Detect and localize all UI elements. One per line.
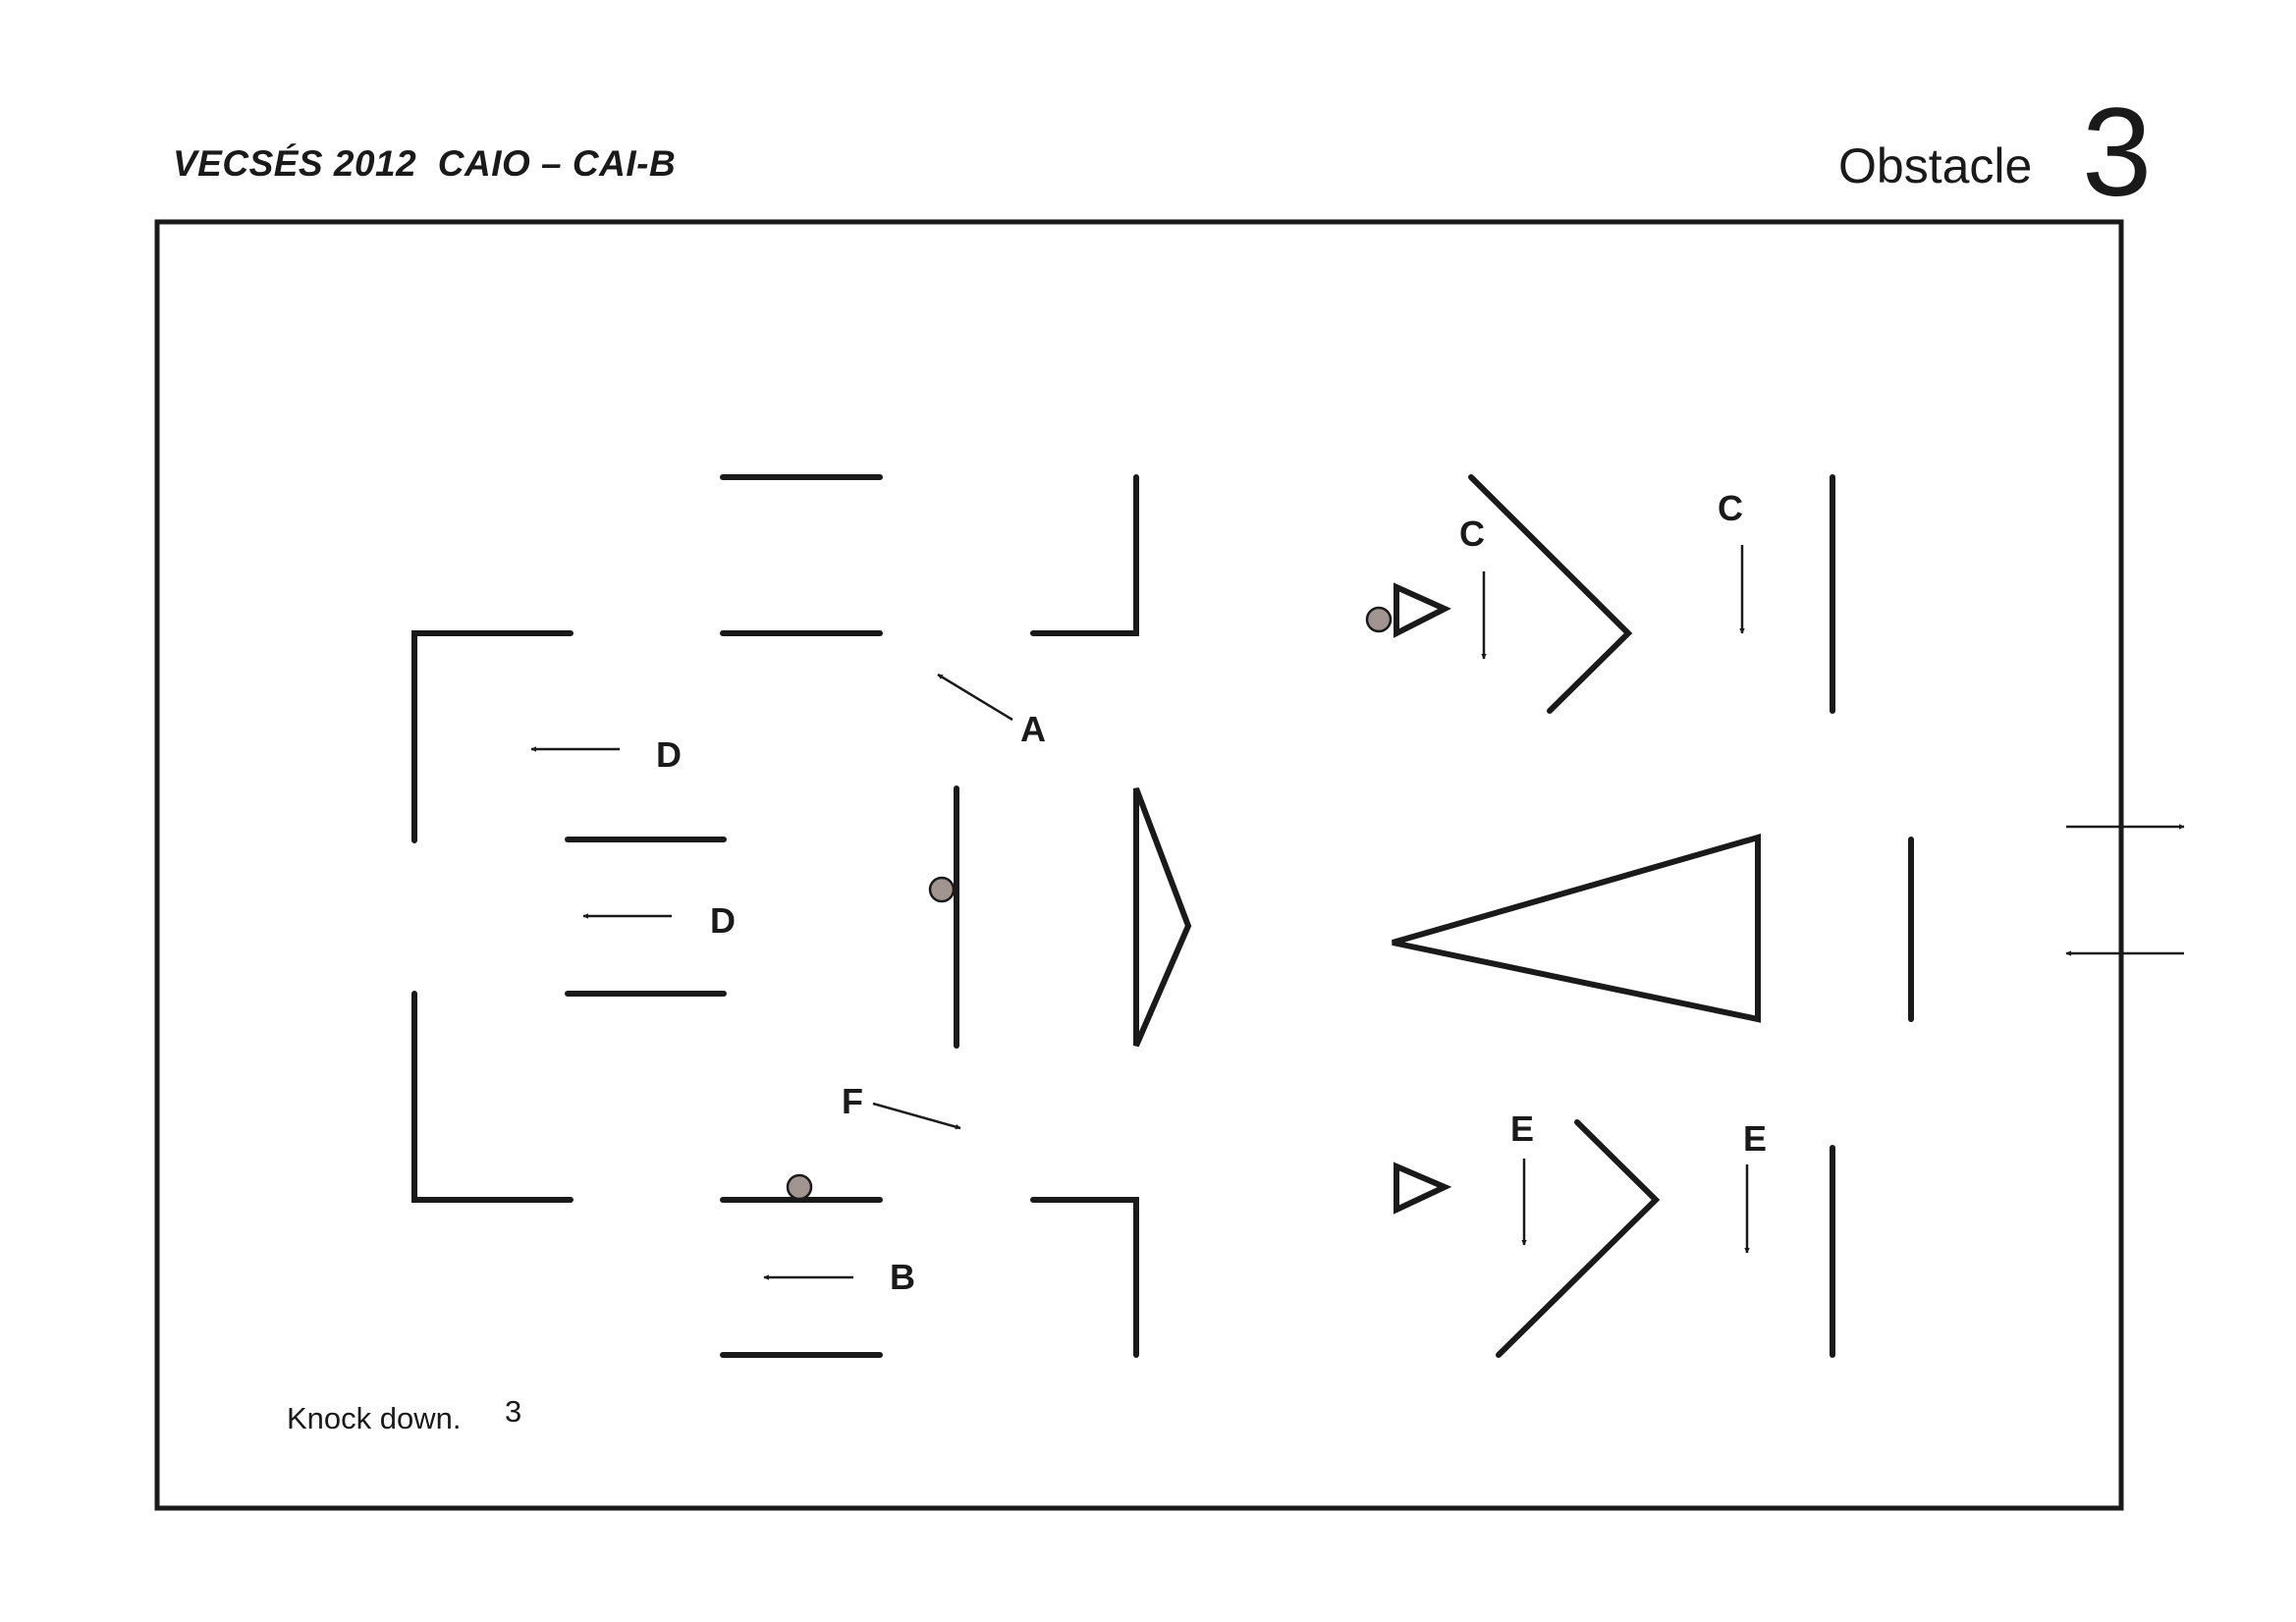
left-lower-bracket: [411, 991, 574, 1203]
arena-border: [154, 219, 2124, 1511]
knock-down-note: Knock down. 3: [287, 1394, 521, 1435]
upper-corner-bracket: [1030, 474, 1139, 636]
gate-label-c: C: [1459, 514, 1485, 554]
lower-corner-bracket: [1030, 1197, 1139, 1358]
gate-label-d: D: [656, 734, 682, 775]
knock-down-balls: [786, 606, 1393, 1201]
arrow-a: [937, 673, 1013, 722]
upper-small-triangle: [1394, 582, 1451, 638]
page-header: VECSÉS 2012 CAIO – CAI-B Obstacle 3: [0, 0, 2296, 216]
knock-down-ball: [786, 1173, 813, 1201]
direction-arrows: [530, 545, 2185, 1280]
gate-label-f: F: [842, 1081, 863, 1121]
gate-label-d: D: [710, 900, 736, 941]
knock-down-ball: [928, 876, 956, 903]
knock-down-label: Knock down.: [287, 1401, 462, 1435]
left-upper-bracket: [411, 630, 574, 843]
large-triangle: [1392, 834, 1761, 1023]
obstacle-label: Obstacle: [1838, 138, 2033, 193]
knock-down-ball: [1365, 606, 1393, 633]
lower-small-triangle: [1394, 1162, 1452, 1215]
lower-chevron: [1496, 1119, 1661, 1358]
gate-label-e: E: [1743, 1118, 1767, 1159]
gate-label-c: C: [1718, 488, 1743, 528]
upper-chevron: [1468, 474, 1633, 714]
arrow-f: [872, 1102, 961, 1130]
gate-label-a: A: [1020, 709, 1046, 749]
gate-label-e: E: [1510, 1108, 1534, 1149]
gate-letters: D D A F B C C E E: [656, 488, 1767, 1297]
obstacle-elements: [411, 474, 1914, 1358]
event-title: VECSÉS 2012 CAIO – CAI-B: [173, 143, 677, 184]
center-wedge: [1133, 786, 1192, 1048]
gate-label-b: B: [890, 1257, 915, 1297]
obstacle-number: 3: [2082, 82, 2153, 223]
knock-down-count: 3: [505, 1394, 521, 1429]
